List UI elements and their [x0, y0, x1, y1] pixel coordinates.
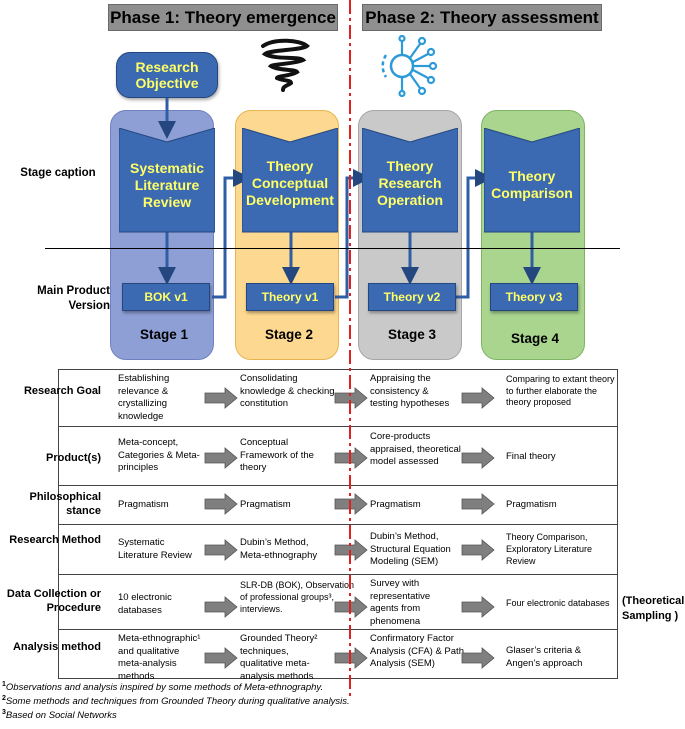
- stage-2-label: Stage 2: [264, 327, 314, 342]
- theoretical-sampling-note: (Theoretical Sampling ): [622, 595, 685, 622]
- row-label-philosophical-stance: Philosophical stance: [29, 491, 101, 517]
- stage-1-caption: Systematic Literature Review: [130, 160, 204, 210]
- cell-data-stage-3: Survey with representative agents from p…: [370, 578, 431, 627]
- horizontal-divider: [45, 248, 620, 249]
- stage-caption-label: Stage caption: [20, 167, 96, 179]
- cell-method-stage-4: Theory Comparison, Exploratory Literatur…: [506, 532, 593, 566]
- row-label-research-goal: Research Goal: [23, 385, 101, 397]
- cell-analysis-stage-3: Confirmatory Factor Analysis (CFA) & Pat…: [370, 633, 464, 669]
- stage-2-caption: Theory Conceptual Development: [246, 158, 334, 208]
- footnote-2-text: Some methods and techniques from Grounde…: [5, 696, 350, 708]
- stage-4-label: Stage 4: [510, 331, 560, 346]
- footnote-2: 2Some methods and techniques from Ground…: [2, 695, 350, 707]
- phase-2-header: Phase 2: Theory assessment: [362, 4, 602, 31]
- cell-analysis-stage-1: Meta-ethnographic¹ and qualitative meta-…: [118, 633, 201, 682]
- flow-connectors: [158, 98, 541, 299]
- footnote-1-text: Observations and analysis inspired by so…: [5, 682, 324, 694]
- cell-products-stage-3: Core-products appraised, theoretical mod…: [370, 431, 461, 467]
- table-row-analysis-method: [58, 629, 618, 679]
- stage-1-label: Stage 1: [139, 327, 189, 342]
- cell-analysis-stage-4: Glaser’s criteria & Angen’s approach: [506, 645, 583, 669]
- stage-2-caption-shape: [242, 128, 338, 233]
- phase-divider: [349, 0, 351, 700]
- footnote-2-number: 2: [2, 695, 6, 702]
- cell-goal-stage-3: Appraising the consistency & testing hyp…: [370, 373, 450, 409]
- footnote-3-number: 3: [2, 709, 6, 716]
- research-objective-text: Research Objective: [135, 59, 199, 91]
- cell-stance-stage-3: Pragmatism: [370, 499, 421, 510]
- stage-4-caption-shape: [484, 128, 580, 233]
- row-label-products: Product(s): [46, 452, 101, 464]
- cell-data-stage-1: 10 electronic databases: [118, 592, 172, 616]
- cell-goal-stage-4: Comparing to extant theory to further el…: [506, 374, 615, 407]
- product-theory-v3: Theory v3: [490, 283, 578, 311]
- cell-method-stage-2: Dubin’s Method, Meta-ethnography: [240, 537, 318, 561]
- phase-1-header: Phase 1: Theory emergence: [108, 4, 338, 31]
- cell-products-stage-2: Conceptual Framework of the theory: [240, 437, 314, 473]
- stage-4-caption: Theory Comparison: [491, 168, 573, 201]
- spiral-icon: [261, 38, 310, 92]
- cell-stance-stage-2: Pragmatism: [240, 499, 291, 510]
- network-hub-icon: [381, 35, 438, 97]
- product-theory-v1: Theory v1: [246, 283, 334, 311]
- stage-3-caption-shape: [362, 128, 458, 233]
- research-objective-box: Research Objective: [116, 52, 218, 98]
- cell-products-stage-1: Meta-concept, Categories & Meta-principl…: [118, 437, 200, 473]
- cell-data-stage-4: Four electronic databases: [506, 598, 610, 608]
- row-label-data-collection: Data Collection or Procedure: [6, 588, 101, 614]
- footnote-1: 1Observations and analysis inspired by s…: [2, 681, 323, 693]
- stage-3-label: Stage 3: [387, 327, 437, 342]
- product-bok-v1: BOK v1: [122, 283, 210, 311]
- row-label-analysis-method: Analysis method: [12, 641, 101, 653]
- footnote-3-text: Based on Social Networks: [5, 710, 117, 722]
- footnote-1-number: 1: [2, 681, 6, 688]
- footnote-3: 3Based on Social Networks: [2, 709, 117, 721]
- stage-3-caption: Theory Research Operation: [376, 158, 444, 208]
- cell-stance-stage-1: Pragmatism: [118, 499, 169, 510]
- stage-1-caption-shape: [119, 128, 215, 233]
- cell-goal-stage-2: Consolidating knowledge & checking const…: [240, 373, 335, 409]
- cell-stance-stage-4: Pragmatism: [506, 499, 557, 510]
- product-theory-v2: Theory v2: [368, 283, 456, 311]
- row-label-research-method: Research Method: [9, 534, 101, 546]
- cell-goal-stage-1: Establishing relevance & crystallizing k…: [118, 373, 170, 422]
- cell-data-stage-2: SLR-DB (BOK), Observation of professiona…: [240, 580, 355, 614]
- main-product-label: Main Product Version: [37, 285, 110, 312]
- cell-analysis-stage-2: Grounded Theory² techniques, qualitative…: [240, 633, 318, 682]
- cell-method-stage-1: Systematic Literature Review: [118, 537, 192, 561]
- cell-method-stage-3: Dubin’s Method, Structural Equation Mode…: [370, 531, 451, 567]
- cell-products-stage-4: Final theory: [506, 451, 556, 462]
